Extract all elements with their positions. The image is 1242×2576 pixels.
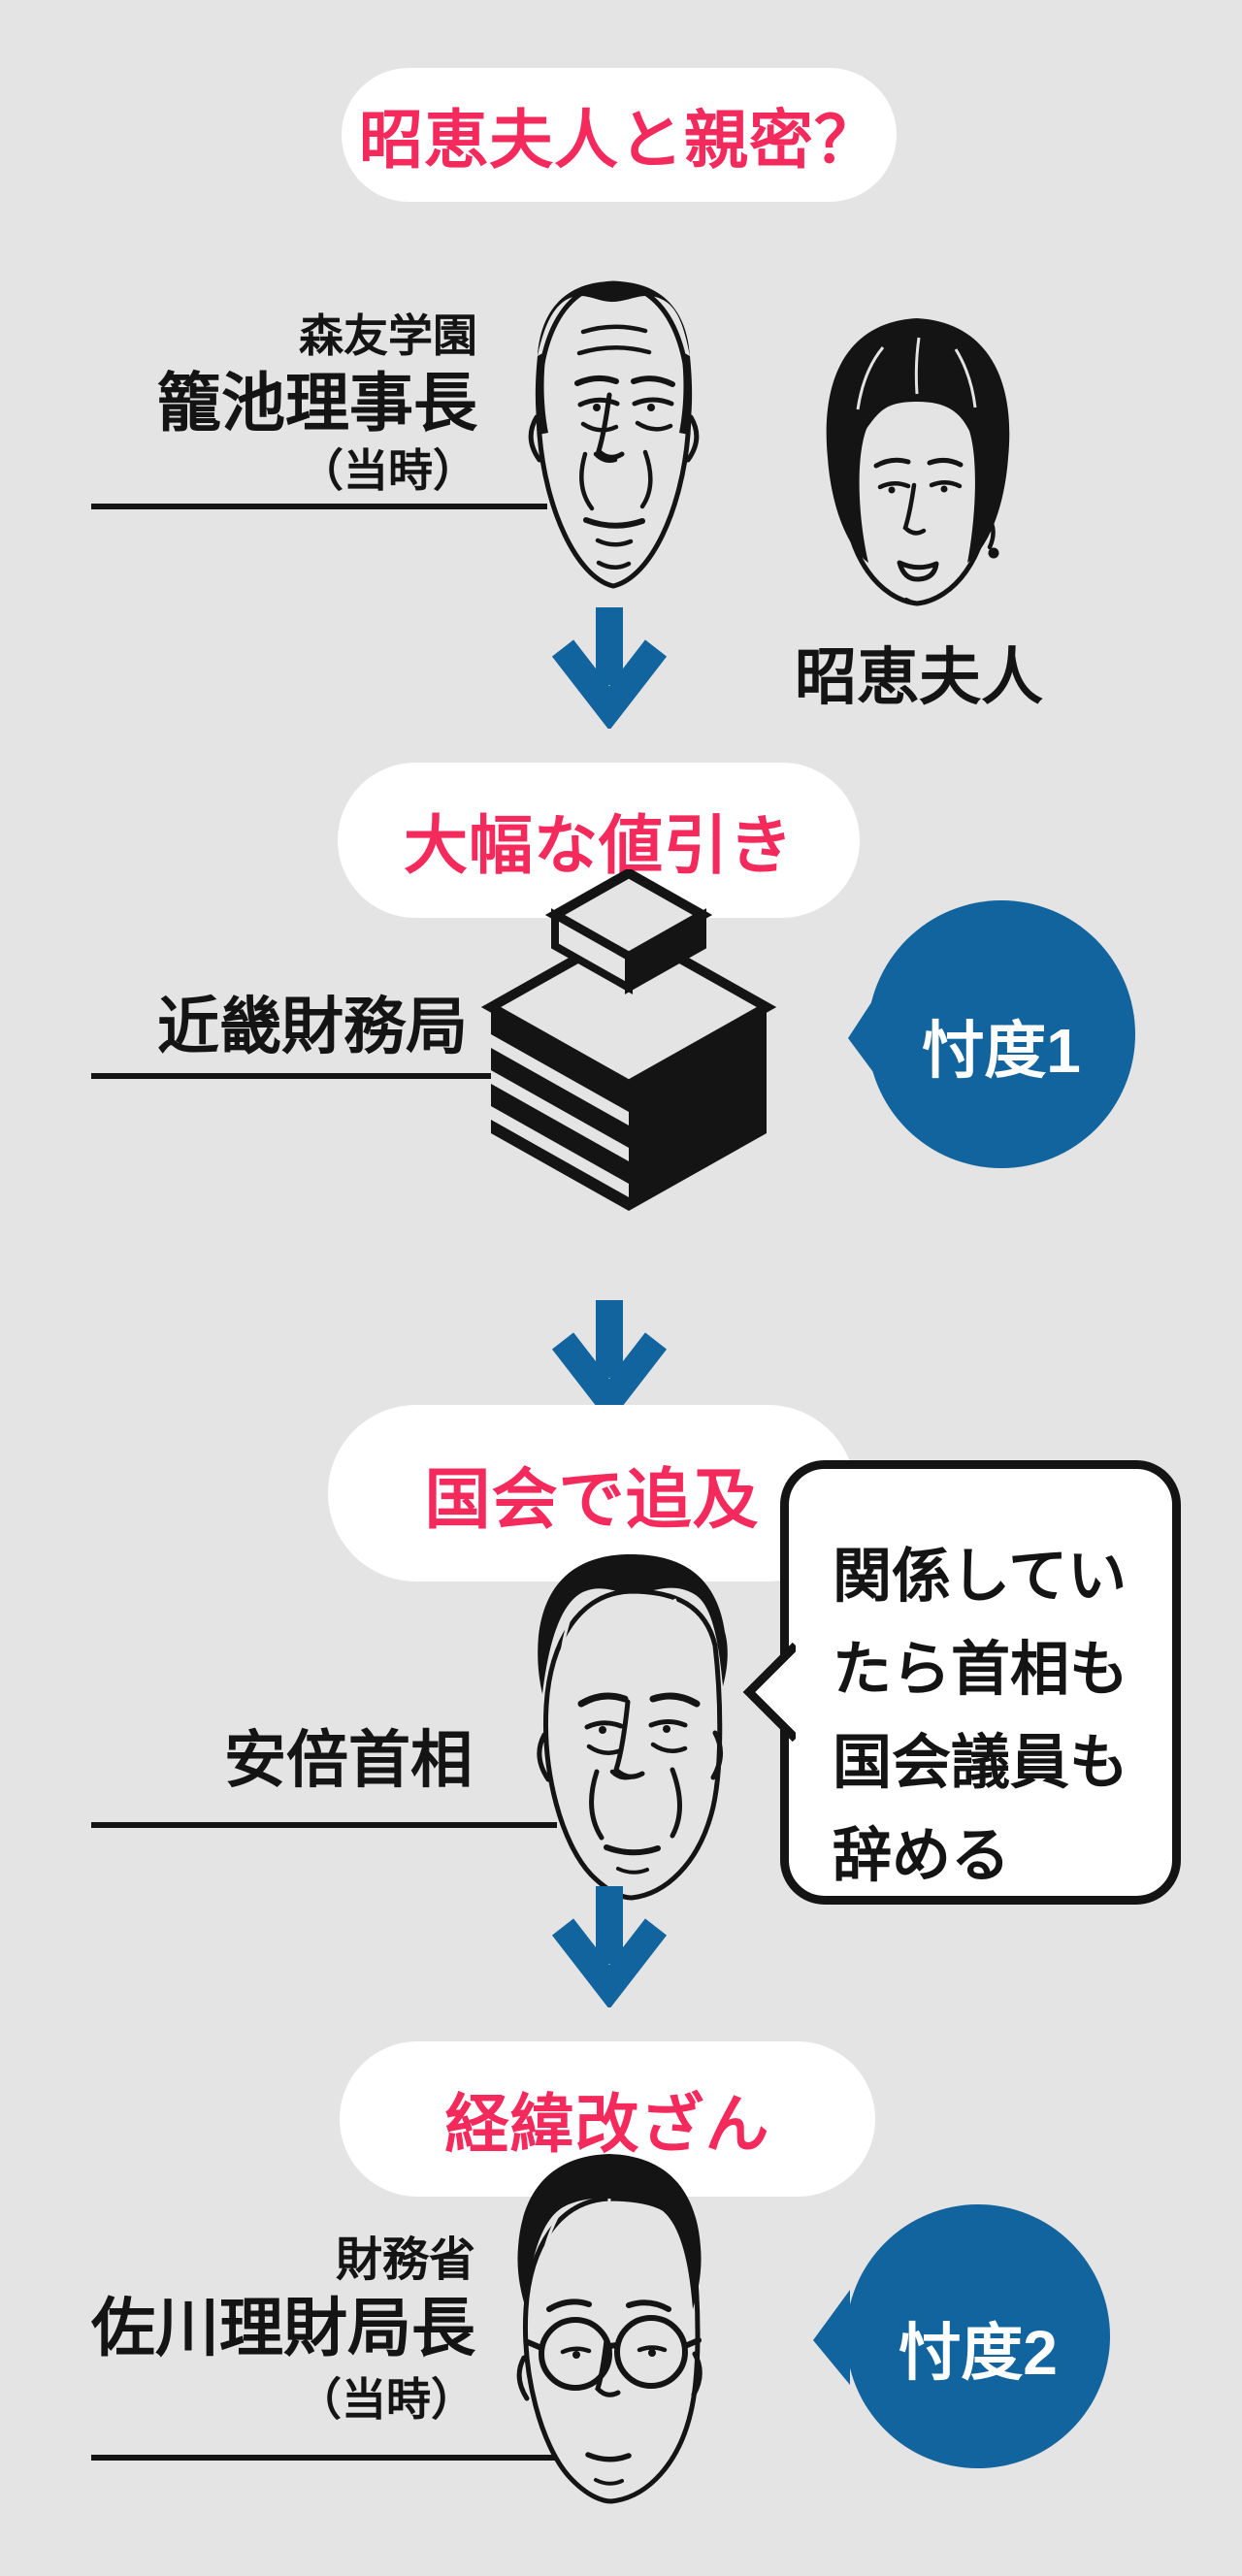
- kagoike-org-label: 森友学園: [299, 310, 477, 361]
- kagoike-portrait-icon: [528, 280, 700, 589]
- kagoike-name-label: 籠池理事長: [157, 366, 477, 439]
- headline-bubble-4: 経緯改ざん: [340, 2041, 875, 2197]
- down-arrow-icon: [551, 1300, 668, 1421]
- name-underline-3: [91, 1822, 557, 1828]
- sagawa-note-label: （当時）: [297, 2374, 475, 2426]
- name-underline-1: [91, 504, 547, 509]
- abe-quote-text: 関係してい たら首相も 国会議員も 辞める: [833, 1543, 1129, 1888]
- sagawa-org-label: 財務省: [335, 2234, 475, 2286]
- name-underline-4: [91, 2455, 635, 2461]
- abe-quote-bubble: [780, 1460, 1181, 1905]
- name-underline-2: [91, 1073, 493, 1079]
- headline-2-text: 大幅な値引き: [404, 809, 794, 881]
- abe-portrait-icon: [537, 1554, 728, 1901]
- building-icon: [480, 869, 777, 1211]
- headline-4-text: 経緯改ざん: [444, 2088, 770, 2160]
- kinki-label-block: 近畿財務局: [91, 992, 468, 1061]
- kinki-org-label: 近畿財務局: [157, 992, 468, 1061]
- down-arrow-icon: [551, 607, 668, 729]
- akie-name-label: 昭恵夫人: [795, 642, 1043, 712]
- sontaku1-badge: 忖度1: [922, 1016, 1081, 1086]
- headline-3-text: 国会で追及: [424, 1462, 760, 1537]
- headline-bubble-1: 昭恵夫人と親密？: [342, 68, 897, 202]
- sontaku2-balloon-icon: [813, 2204, 1110, 2468]
- kagoike-note-label: （当時）: [299, 444, 477, 496]
- headline-1-text: 昭恵夫人と親密？: [359, 104, 879, 176]
- headline-bubble-3: 国会で追及: [328, 1405, 856, 1581]
- abe-name-label: 安倍首相: [224, 1725, 473, 1795]
- abe-label-block: 安倍首相: [91, 1725, 473, 1795]
- sontaku2-badge: 忖度2: [899, 2318, 1058, 2388]
- kagoike-label-block: 森友学園 籠池理事長 （当時）: [91, 310, 477, 496]
- speech-bubble-tail-icon: [742, 1642, 796, 1743]
- sagawa-name-label: 佐川理財局長: [91, 2291, 475, 2364]
- down-arrow-icon: [551, 1886, 668, 2007]
- sontaku1-balloon-icon: [848, 900, 1135, 1168]
- akie-portrait-icon: [826, 318, 1010, 606]
- sagawa-portrait-icon: [516, 2154, 703, 2504]
- sagawa-label-block: 財務省 佐川理財局長 （当時）: [91, 2235, 475, 2425]
